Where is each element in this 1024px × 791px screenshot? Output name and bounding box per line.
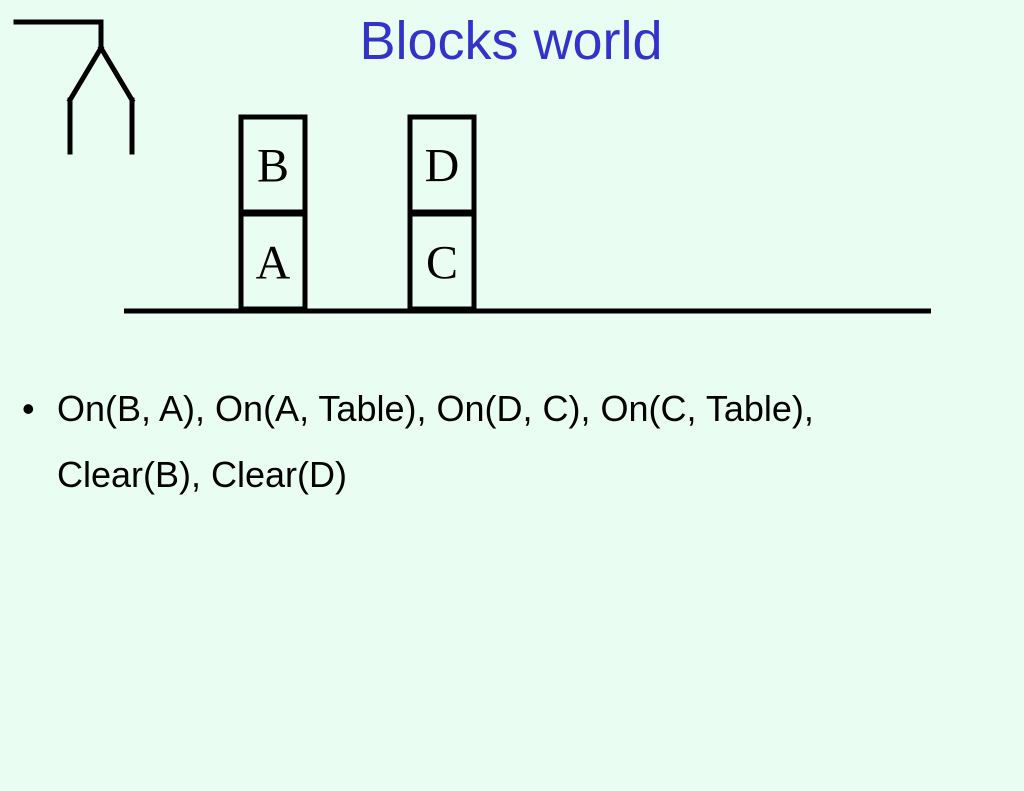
blocks-layer: BA DC: [238, 114, 477, 312]
bullet-dot: •: [22, 388, 35, 429]
block-c: C: [407, 211, 477, 312]
block-label: B: [257, 140, 289, 193]
bullet-item: • On(B, A), On(A, Table), On(D, C), On(C,…: [22, 376, 922, 508]
bullet-list: • On(B, A), On(A, Table), On(D, C), On(C,…: [22, 376, 922, 508]
block-label: C: [426, 237, 458, 290]
block-label: A: [256, 237, 291, 290]
bullet-text: On(B, A), On(A, Table), On(D, C), On(C, …: [57, 388, 814, 495]
slide-title-text: Blocks world: [359, 11, 663, 71]
robot-gripper-icon: [13, 19, 136, 155]
blocks-world-diagram: BA DC: [13, 19, 931, 314]
block-b: B: [238, 114, 308, 215]
block-outline: [238, 211, 308, 312]
block-outline: [407, 211, 477, 312]
block-a: A: [238, 211, 308, 312]
slide-title: Blocks world: [0, 6, 1024, 76]
block-d: D: [407, 114, 477, 215]
block-label: D: [425, 140, 460, 193]
